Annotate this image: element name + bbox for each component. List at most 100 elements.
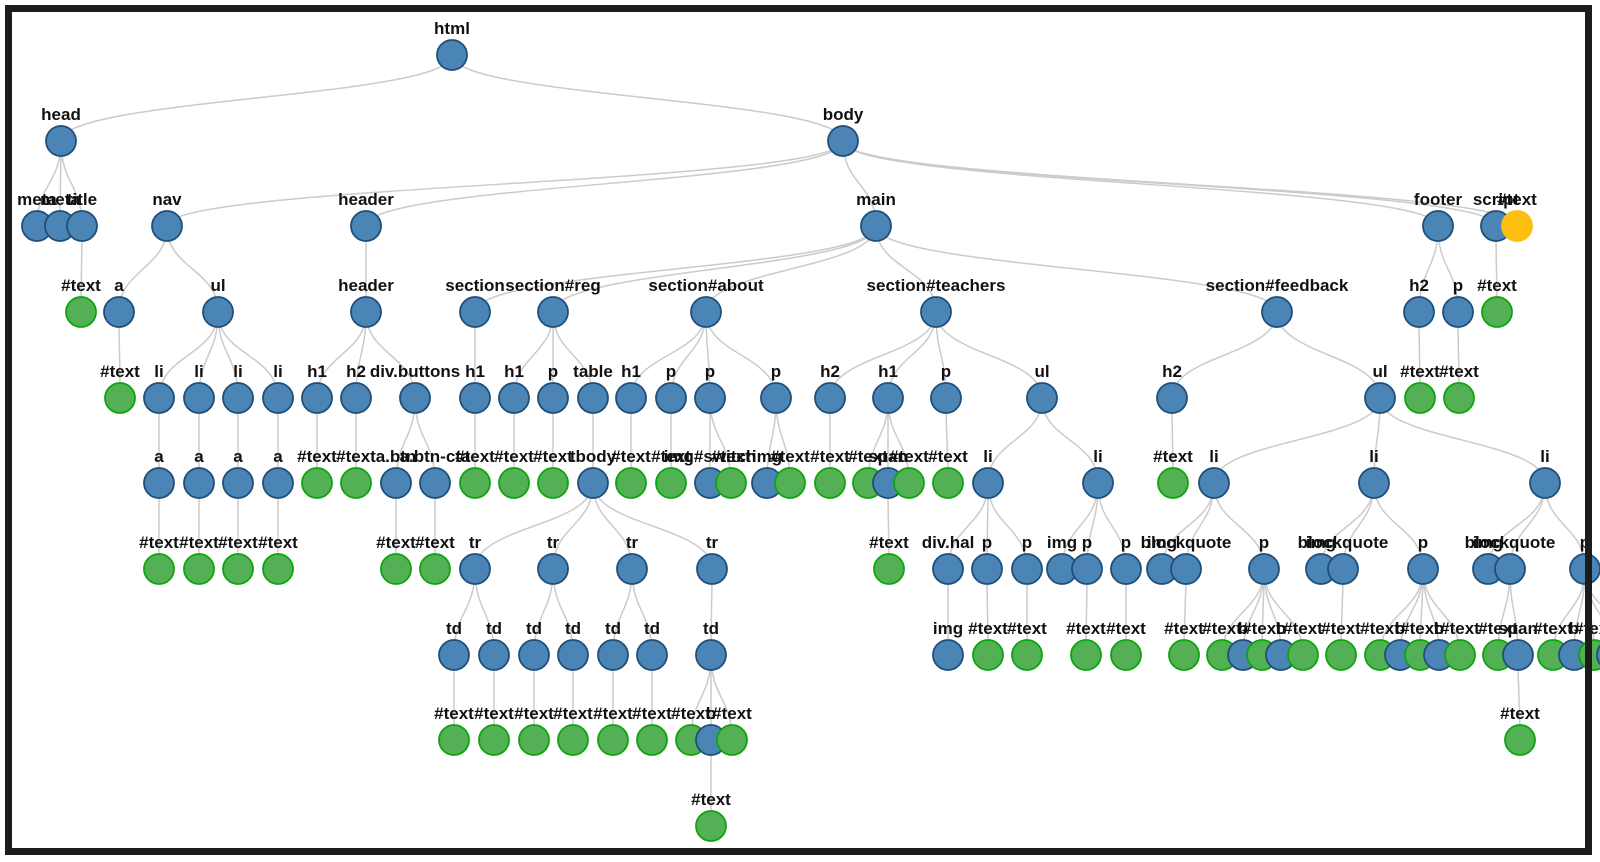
svg-text:div.hal: div.hal — [922, 533, 975, 552]
svg-text:td: td — [526, 619, 542, 638]
svg-text:td: td — [605, 619, 621, 638]
svg-text:a: a — [273, 447, 283, 466]
svg-text:#text: #text — [928, 447, 968, 466]
svg-text:footer: footer — [1414, 190, 1463, 209]
svg-text:#text: #text — [632, 704, 672, 723]
svg-text:p: p — [548, 362, 558, 381]
svg-text:section#feedback: section#feedback — [1206, 276, 1349, 295]
svg-text:li: li — [194, 362, 203, 381]
svg-text:img: img — [1047, 533, 1077, 552]
svg-text:li: li — [154, 362, 163, 381]
svg-text:#text: #text — [671, 704, 711, 723]
svg-text:a: a — [114, 276, 124, 295]
svg-text:#text: #text — [455, 447, 495, 466]
svg-text:tbody: tbody — [570, 447, 617, 466]
svg-text:p: p — [771, 362, 781, 381]
svg-text:h1: h1 — [878, 362, 898, 381]
svg-text:li: li — [233, 362, 242, 381]
svg-text:#text: #text — [1202, 619, 1242, 638]
svg-text:tr: tr — [626, 533, 639, 552]
svg-text:#text: #text — [218, 533, 258, 552]
svg-text:#text: #text — [1497, 190, 1537, 209]
svg-text:b: b — [1238, 619, 1248, 638]
svg-text:td: td — [486, 619, 502, 638]
svg-text:img: img — [1473, 533, 1503, 552]
svg-text:img: img — [1306, 533, 1336, 552]
svg-text:#text: #text — [1164, 619, 1204, 638]
svg-text:#text: #text — [553, 704, 593, 723]
svg-text:div.buttons: div.buttons — [370, 362, 460, 381]
svg-text:nav: nav — [152, 190, 182, 209]
svg-text:td: td — [644, 619, 660, 638]
svg-text:blockquote: blockquote — [1298, 533, 1389, 552]
svg-text:#text: #text — [100, 362, 140, 381]
svg-text:#text: #text — [474, 704, 514, 723]
svg-text:#text: #text — [712, 704, 752, 723]
svg-text:ul: ul — [210, 276, 225, 295]
svg-text:#text: #text — [1242, 619, 1282, 638]
svg-text:#text: #text — [336, 447, 376, 466]
svg-text:#text: #text — [376, 533, 416, 552]
svg-text:meta: meta — [40, 190, 80, 209]
svg-text:#text: #text — [1400, 619, 1440, 638]
svg-text:section: section — [445, 276, 505, 295]
svg-text:h1: h1 — [465, 362, 485, 381]
svg-text:b: b — [1276, 619, 1286, 638]
svg-text:ul: ul — [1034, 362, 1049, 381]
svg-text:tr: tr — [469, 533, 482, 552]
svg-text:p: p — [1022, 533, 1032, 552]
svg-text:section#about: section#about — [648, 276, 764, 295]
svg-text:tr: tr — [706, 533, 719, 552]
svg-text:img#switch: img#switch — [664, 447, 757, 466]
svg-text:#text: #text — [869, 533, 909, 552]
svg-text:h2: h2 — [1409, 276, 1429, 295]
svg-text:#text: #text — [1066, 619, 1106, 638]
svg-text:#text: #text — [810, 447, 850, 466]
svg-text:script: script — [1473, 190, 1520, 209]
svg-text:body: body — [823, 105, 864, 124]
svg-text:b: b — [1569, 619, 1579, 638]
svg-text:li: li — [1540, 447, 1549, 466]
svg-text:a.btn-cta: a.btn-cta — [400, 447, 471, 466]
svg-text:title: title — [67, 190, 97, 209]
svg-text:#text: #text — [1500, 704, 1540, 723]
svg-text:#text: #text — [494, 447, 534, 466]
svg-text:#text: #text — [1478, 619, 1518, 638]
svg-text:#text: #text — [770, 447, 810, 466]
svg-text:p: p — [1453, 276, 1463, 295]
svg-text:li: li — [983, 447, 992, 466]
svg-text:h2: h2 — [820, 362, 840, 381]
svg-text:#text: #text — [1007, 619, 1047, 638]
svg-text:li: li — [1093, 447, 1102, 466]
svg-text:a: a — [194, 447, 204, 466]
svg-text:#text: #text — [434, 704, 474, 723]
svg-text:table: table — [573, 362, 613, 381]
svg-text:td: td — [703, 619, 719, 638]
svg-text:#text: #text — [968, 619, 1008, 638]
svg-text:#text: #text — [61, 276, 101, 295]
svg-text:p: p — [1418, 533, 1428, 552]
svg-text:a: a — [154, 447, 164, 466]
svg-text:li: li — [1369, 447, 1378, 466]
svg-text:p: p — [1082, 533, 1092, 552]
svg-text:meta: meta — [17, 190, 57, 209]
svg-text:header: header — [338, 276, 394, 295]
svg-text:span: span — [868, 447, 908, 466]
svg-text:li: li — [1209, 447, 1218, 466]
svg-text:#text: #text — [1153, 447, 1193, 466]
svg-text:#text: #text — [415, 533, 455, 552]
svg-text:p: p — [1259, 533, 1269, 552]
svg-text:#text: #text — [514, 704, 554, 723]
svg-text:a: a — [233, 447, 243, 466]
svg-text:td: td — [565, 619, 581, 638]
svg-text:img: img — [933, 619, 963, 638]
svg-text:section#teachers: section#teachers — [867, 276, 1006, 295]
svg-text:html: html — [434, 19, 470, 38]
svg-text:#text: #text — [179, 533, 219, 552]
svg-text:#text: #text — [889, 447, 929, 466]
svg-text:main: main — [856, 190, 896, 209]
svg-text:h1: h1 — [621, 362, 641, 381]
svg-text:blockquote: blockquote — [1465, 533, 1556, 552]
svg-text:#text: #text — [297, 447, 337, 466]
svg-text:b: b — [1395, 619, 1405, 638]
